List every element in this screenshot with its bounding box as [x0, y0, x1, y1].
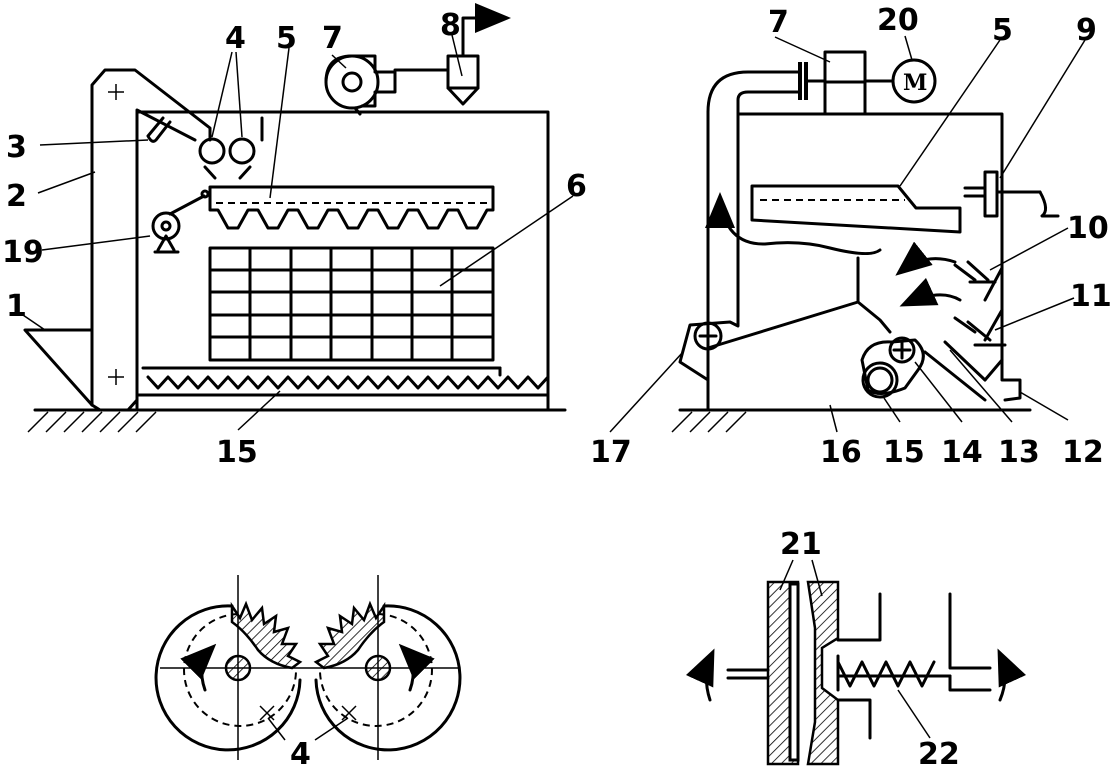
label-12: 12: [1062, 435, 1104, 470]
ground-hatch-left: [27, 411, 157, 433]
label-4-top: 4: [225, 21, 246, 56]
roller-link: [860, 338, 925, 395]
baffle-10: [953, 260, 997, 284]
spout-3: [146, 116, 172, 143]
teeth-right: [313, 600, 386, 670]
left-machine: 1 2 3 4 5 6 7 8 15 19: [2, 3, 587, 470]
clutch-detail: 21 22: [685, 527, 1027, 772]
air-duct: [706, 70, 802, 114]
label-20: 20: [877, 3, 919, 38]
feed-hopper-1: [23, 328, 94, 407]
fan-7-right: [823, 50, 867, 84]
elevator-2: [90, 68, 212, 407]
label-8: 8: [440, 8, 461, 43]
roller-detail: 4: [154, 575, 462, 772]
label-9: 9: [1076, 13, 1097, 48]
sieve-5: [208, 185, 495, 230]
baffle-11: [953, 316, 1007, 347]
machine-housing: [135, 110, 550, 412]
right-machine: M: [590, 3, 1110, 470]
label-15-right: 15: [883, 435, 925, 470]
air-flow-curve: [718, 196, 882, 255]
screw-conveyor-15: [141, 366, 550, 390]
filter-8: [446, 3, 511, 106]
grid-6: [208, 246, 495, 362]
label-15-left: 15: [216, 435, 258, 470]
label-17: 17: [590, 435, 632, 470]
elevator-boot: [90, 398, 139, 412]
motor-20: [891, 58, 937, 104]
label-19: 19: [2, 235, 44, 270]
shaft-left: [224, 654, 252, 682]
roller-4-left: [198, 137, 226, 165]
label-7-top-left: 7: [322, 21, 343, 56]
label-5-top-left: 5: [276, 21, 297, 56]
roller-guides: [203, 116, 264, 180]
label-16: 16: [820, 435, 862, 470]
label-4-detail: 4: [290, 737, 311, 772]
label-7-right: 7: [768, 5, 789, 40]
chamber-16: [706, 256, 860, 350]
roller-17: [693, 321, 723, 351]
label-5-right: 5: [992, 13, 1013, 48]
shaft-right: [364, 654, 392, 682]
sieve-5-right: [750, 184, 962, 234]
spring-22: [836, 660, 936, 688]
leader-lines-left: [19, 34, 574, 431]
roller-disc-right: [314, 604, 462, 752]
clutch-disc-21-right: [806, 580, 840, 766]
roller-15: [861, 361, 899, 399]
label-13: 13: [998, 435, 1040, 470]
label-21: 21: [780, 527, 822, 562]
roller-disc-left: [154, 604, 302, 752]
elevator-inner: [135, 108, 197, 410]
label-6: 6: [566, 169, 587, 204]
label-22: 22: [918, 737, 960, 772]
ground-hatch-right: [671, 411, 747, 433]
teeth-left: [230, 600, 303, 670]
label-11: 11: [1070, 279, 1110, 314]
label-3: 3: [6, 130, 27, 165]
roller-14: [888, 336, 916, 364]
motor-symbol: M: [903, 70, 927, 96]
fan-7-left: [324, 54, 450, 116]
roller-4-right: [228, 137, 256, 165]
feeder-9: [963, 170, 1060, 262]
label-10: 10: [1067, 211, 1109, 246]
leader-lines-right: [609, 35, 1086, 433]
label-14: 14: [941, 435, 983, 470]
label-1: 1: [6, 289, 27, 324]
label-2: 2: [6, 179, 27, 214]
